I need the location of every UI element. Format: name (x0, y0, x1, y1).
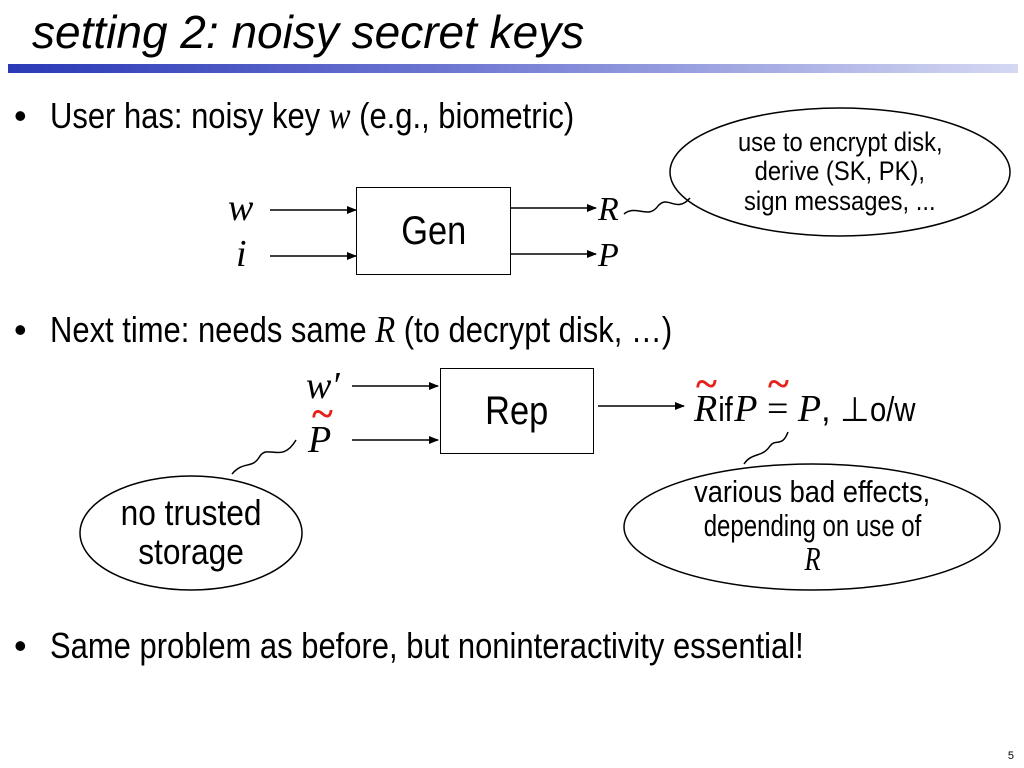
bullet-1-var: w (328, 95, 351, 137)
storage-callout-text: no trusted storage (82, 484, 300, 582)
gen-callout-squiggle (623, 197, 691, 215)
gen-input-w: w (228, 187, 254, 229)
rep-output-p: P (734, 388, 758, 430)
rep-output-eq: = (757, 388, 798, 430)
bullet-2-post: (to decrypt disk, …) (395, 309, 673, 350)
gen-box-label: Gen (400, 208, 467, 253)
gen-callout-line-3: sign messages, ... (744, 185, 936, 216)
gen-callout-text: use to encrypt disk, derive (SK, PK), si… (686, 118, 994, 226)
effects-callout-ellipse (623, 463, 1001, 591)
gen-callout-line-1: use to encrypt disk, (737, 127, 943, 158)
effects-callout-line-2-var: R (803, 541, 821, 579)
rep-output-ow: o/w (869, 391, 916, 429)
slide-title: setting 2: noisy secret keys (32, 6, 585, 58)
bullet-1: User has: noisy key w (e.g., biometric) (50, 95, 575, 137)
rep-output-expression: R if P = P, ⊥ o/w (694, 389, 923, 431)
bullet-3: Same problem as before, but noninteracti… (50, 625, 804, 666)
rep-output-bottom: ⊥ (840, 392, 870, 429)
effects-callout-line-1: various bad effects, (693, 474, 931, 510)
storage-callout-ellipse (79, 475, 303, 591)
bullet-2-var: R (375, 309, 396, 351)
bullet-2: Next time: needs same R (to decrypt disk… (50, 309, 673, 351)
storage-callout-line-2: storage (138, 531, 244, 572)
effects-callout-line-2: depending on use of R (688, 507, 935, 579)
rep-output-r-tilde: ~ (696, 361, 717, 406)
bullet-1-pre: User has: noisy key (50, 95, 329, 136)
bullet-1-post: (e.g., biometric) (350, 95, 575, 136)
bullet-marker-1: • (14, 95, 27, 136)
effects-callout-squiggle (743, 431, 789, 465)
rep-output-p2: P (797, 388, 822, 430)
rep-input-w-prime: w′ (306, 365, 340, 407)
title-underline-bar (8, 64, 1018, 73)
storage-callout-line-1: no trusted (120, 492, 262, 534)
effects-callout-line-2-pre: depending on use of (703, 507, 921, 543)
rep-box: Rep (440, 368, 594, 454)
gen-callout-line-2: derive (SK, PK), (754, 156, 926, 187)
rep-box-label: Rep (485, 388, 549, 433)
bullet-marker-3: • (14, 625, 27, 666)
gen-box: Gen (356, 187, 511, 275)
gen-output-p: P (598, 237, 619, 274)
effects-callout-text: various bad effects, depending on use of… (626, 474, 998, 579)
rep-output-r: R (694, 388, 718, 430)
rep-output-if: if (718, 391, 734, 429)
rep-output-p-tilde: ~ (768, 361, 789, 406)
rep-input-p: P (308, 419, 332, 461)
page-number: 5 (1007, 750, 1014, 762)
bullet-2-pre: Next time: needs same (50, 309, 376, 350)
gen-callout-ellipse (669, 107, 1011, 237)
rep-input-p-tilde: ~ (312, 391, 333, 436)
rep-output-comma: , (821, 391, 840, 429)
bullet-marker-2: • (14, 309, 27, 350)
gen-input-i: i (236, 233, 247, 275)
storage-callout-squiggle (231, 439, 297, 475)
gen-output-r: R (598, 191, 619, 228)
